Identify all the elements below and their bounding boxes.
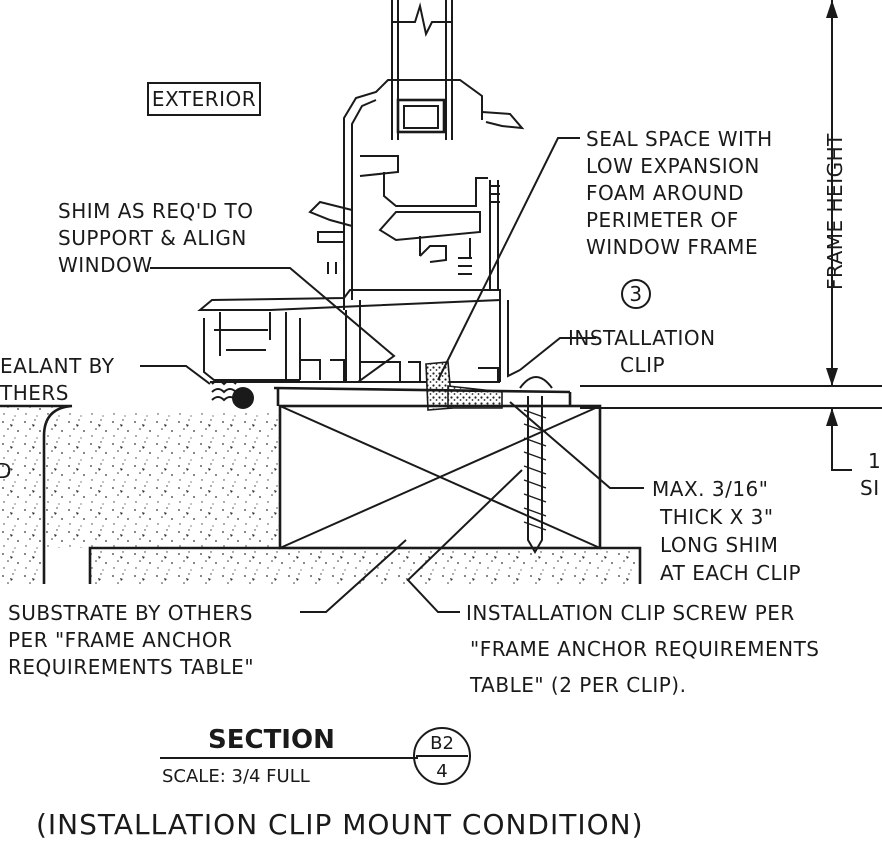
svg-text:D: D: [0, 459, 12, 483]
svg-text:FOAM AROUND: FOAM AROUND: [586, 181, 744, 205]
svg-text:AT EACH CLIP: AT EACH CLIP: [660, 561, 801, 585]
label-frame-height: FRAME HEIGHT: [823, 133, 847, 290]
label-sealant: EALANT BY THERS: [0, 354, 115, 405]
clip-screw: [523, 396, 547, 554]
condition-caption: (INSTALLATION CLIP MOUNT CONDITION): [36, 808, 644, 841]
label-installation-clip: 3 INSTALLATION CLIP: [568, 279, 716, 377]
glass-sash: [391, 0, 453, 140]
svg-text:LOW EXPANSION: LOW EXPANSION: [586, 154, 760, 178]
svg-text:MAX. 3/16": MAX. 3/16": [652, 477, 768, 501]
svg-text:REQUIREMENTS TABLE": REQUIREMENTS TABLE": [8, 655, 254, 679]
svg-text:SUBSTRATE BY OTHERS: SUBSTRATE BY OTHERS: [8, 601, 253, 625]
leader-lines: [140, 137, 644, 613]
svg-text:I: I: [0, 483, 2, 507]
title-block: SECTION SCALE: 3/4 FULL B2 4 (INSTALLATI…: [36, 725, 644, 841]
label-shim-as-reqd: SHIM AS REQ'D TO SUPPORT & ALIGN WINDOW: [58, 199, 253, 277]
svg-text:SHIM AS REQ'D TO: SHIM AS REQ'D TO: [58, 199, 253, 223]
svg-text:EALANT BY: EALANT BY: [0, 354, 115, 378]
sealant-bead: [211, 380, 254, 409]
svg-text:1: 1: [868, 449, 881, 473]
label-screw: INSTALLATION CLIP SCREW PER "FRAME ANCHO…: [466, 601, 819, 697]
svg-text:TABLE" (2 PER CLIP).: TABLE" (2 PER CLIP).: [469, 673, 686, 697]
svg-text:INSTALLATION CLIP SCREW PER: INSTALLATION CLIP SCREW PER: [466, 601, 795, 625]
svg-text:WINDOW FRAME: WINDOW FRAME: [586, 235, 758, 259]
svg-text:THICK X 3": THICK X 3": [659, 505, 774, 529]
window-frame-profile: [197, 79, 525, 383]
label-seal-space: SEAL SPACE WITH LOW EXPANSION FOAM AROUN…: [586, 127, 773, 259]
svg-text:WINDOW: WINDOW: [58, 253, 153, 277]
label-substrate: SUBSTRATE BY OTHERS PER "FRAME ANCHOR RE…: [8, 601, 254, 679]
scale-note: SCALE: 3/4 FULL: [162, 766, 310, 787]
label-exterior: EXTERIOR: [147, 82, 261, 116]
svg-text:"FRAME ANCHOR REQUIREMENTS: "FRAME ANCHOR REQUIREMENTS: [470, 637, 819, 661]
svg-text:EXTERIOR: EXTERIOR: [152, 87, 256, 111]
svg-text:LONG SHIM: LONG SHIM: [660, 533, 778, 557]
svg-text:CLIP: CLIP: [620, 353, 665, 377]
svg-text:3: 3: [629, 282, 642, 306]
svg-text:SUPPORT & ALIGN: SUPPORT & ALIGN: [58, 226, 247, 250]
section-title: SECTION: [208, 725, 335, 755]
label-max-shim: MAX. 3/16" THICK X 3" LONG SHIM AT EACH …: [652, 477, 801, 585]
svg-text:SI: SI: [860, 476, 880, 500]
ref-sheet-top: B2: [430, 733, 454, 754]
svg-text:SEAL SPACE WITH: SEAL SPACE WITH: [586, 127, 773, 151]
frame-height-dimension: [580, 0, 882, 471]
concrete-substrate: [0, 404, 642, 584]
label-left-partial: D I: [0, 459, 12, 507]
ref-sheet-bottom: 4: [436, 761, 447, 782]
svg-text:PERIMETER OF: PERIMETER OF: [586, 208, 739, 232]
foam-seal: [425, 361, 503, 411]
svg-text:THERS: THERS: [0, 381, 69, 405]
svg-text:FRAME HEIGHT: FRAME HEIGHT: [823, 133, 847, 290]
installation-clip: [273, 376, 572, 406]
svg-text:PER "FRAME ANCHOR: PER "FRAME ANCHOR: [8, 628, 232, 652]
svg-text:INSTALLATION: INSTALLATION: [568, 326, 716, 350]
wood-buck: [278, 404, 602, 550]
label-right-partial: 1 SI: [860, 449, 881, 500]
